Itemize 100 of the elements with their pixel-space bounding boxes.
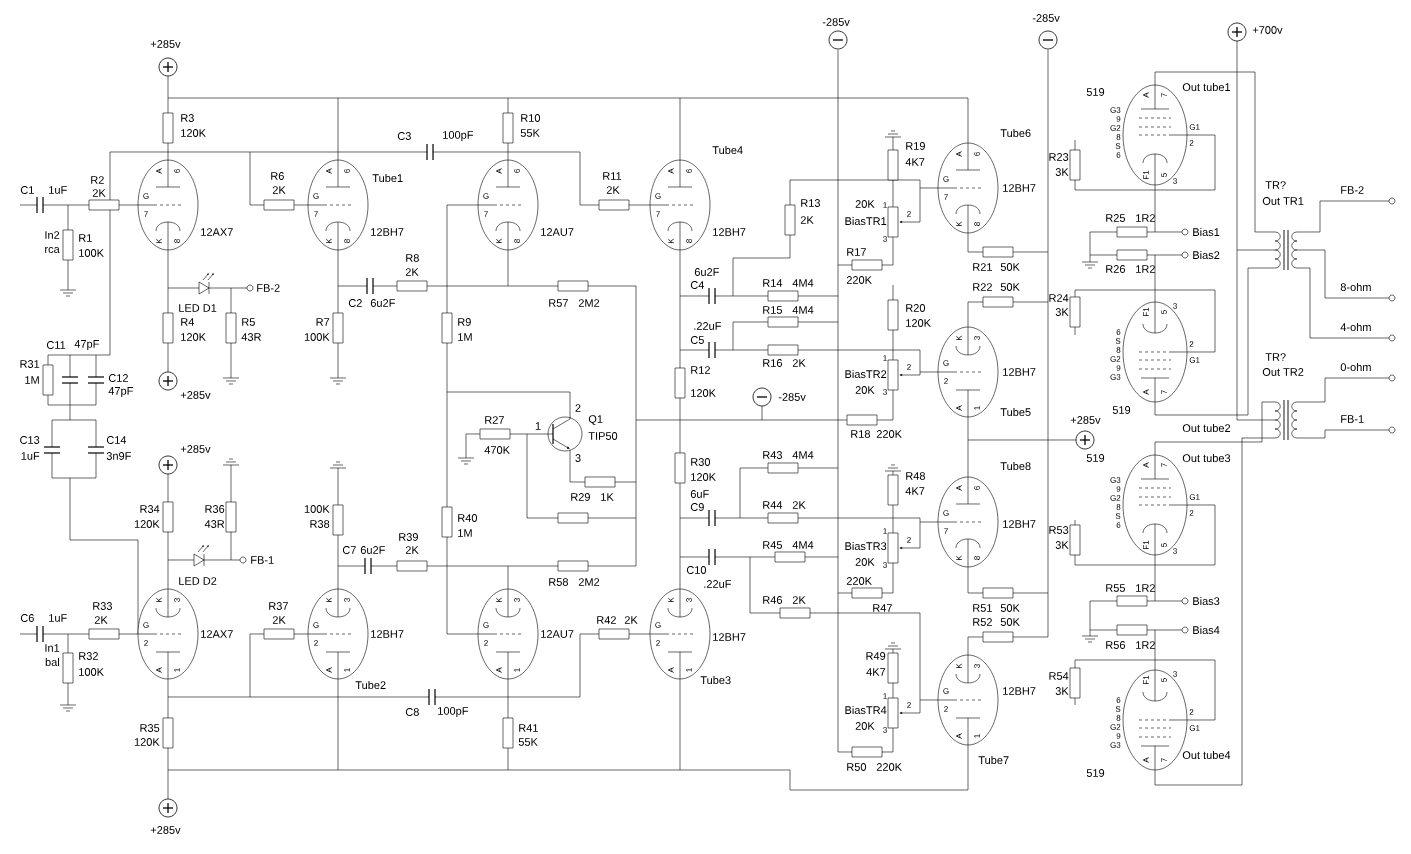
component-label: R39 xyxy=(399,533,418,541)
component-label: R32 xyxy=(79,652,98,660)
pin-label: K xyxy=(956,221,962,226)
pin-label: S xyxy=(1115,706,1121,712)
component-label: Q1 xyxy=(588,415,603,425)
component-label: .22uF xyxy=(704,580,731,588)
pin-label: 8 xyxy=(1116,347,1121,353)
component-label: R12 xyxy=(691,366,710,374)
component-label: R56 xyxy=(1106,641,1125,649)
pin-label: G xyxy=(483,622,489,628)
supply-label: -285v xyxy=(1032,14,1060,22)
component-label: 100K xyxy=(304,333,330,341)
component-label: 50K xyxy=(1000,283,1020,291)
pin-label: A xyxy=(956,485,962,491)
component-label: C7 xyxy=(342,546,356,554)
pin-label: K xyxy=(156,238,162,243)
pin-label: 2 xyxy=(575,404,581,412)
pin-label: A xyxy=(668,667,674,673)
pin-label: 7 xyxy=(144,211,148,217)
component-label: C4 xyxy=(690,281,705,289)
pin-label: 1 xyxy=(883,528,887,534)
pin-label: 7 xyxy=(944,528,948,534)
tube-label: Out tube3 xyxy=(1182,453,1231,463)
component-label: 100pF xyxy=(443,131,474,141)
pin-label: A xyxy=(156,168,162,174)
terminal-label: FB-2 xyxy=(257,284,280,292)
component-label: R58 xyxy=(549,578,568,586)
pin-label: 6 xyxy=(1116,329,1121,335)
supply-label: +285v xyxy=(180,445,211,453)
component-label: BiasTR3 xyxy=(845,541,887,551)
component-label: R42 xyxy=(597,616,616,624)
component-label: 1M xyxy=(25,376,39,384)
pin-label: 3 xyxy=(344,598,350,602)
tube-label: 12BH7 xyxy=(1003,184,1036,192)
pin-label: K xyxy=(668,238,674,243)
component-label: R10 xyxy=(521,114,541,122)
component-label: 20K xyxy=(855,386,875,394)
component-label: 20K xyxy=(855,558,875,566)
terminal-label: FB-1 xyxy=(1341,415,1364,423)
pin-label: G2 xyxy=(1110,495,1121,501)
tube-label: Out tube1 xyxy=(1182,82,1231,92)
terminal-label: Bias2 xyxy=(1193,250,1220,260)
component-label: 2K xyxy=(792,501,806,509)
component-label: R18 xyxy=(851,430,870,438)
pin-label: G1 xyxy=(1189,124,1200,130)
pin-label: 6 xyxy=(1116,152,1121,158)
pin-label: G3 xyxy=(1110,477,1121,483)
component-label: R53 xyxy=(1049,526,1069,534)
pin-label: K xyxy=(326,597,332,602)
pin-label: 1 xyxy=(883,355,887,361)
component-label: 50K xyxy=(1000,604,1020,612)
pin-label: 6 xyxy=(974,486,980,490)
pin-label: A xyxy=(496,168,502,174)
component-label: R36 xyxy=(205,505,225,513)
pin-label: 1 xyxy=(883,202,887,208)
component-label: R15 xyxy=(763,306,782,314)
component-label: C5 xyxy=(690,336,704,344)
pin-label: S xyxy=(1115,338,1121,344)
component-label: R54 xyxy=(1049,672,1069,680)
pin-label: 3 xyxy=(575,454,581,462)
component-label: 4M4 xyxy=(792,451,814,459)
component-label: 1uF xyxy=(49,614,67,622)
component-label: 1R2 xyxy=(1136,214,1155,222)
component-label: R40 xyxy=(458,514,478,522)
pin-label: 1 xyxy=(514,668,520,672)
pin-label: A xyxy=(496,667,502,673)
tube-label: 12AX7 xyxy=(201,630,233,638)
component-label: R14 xyxy=(763,279,783,287)
component-label: 2M2 xyxy=(578,299,600,307)
component-label: R1 xyxy=(79,234,92,242)
component-label: R25 xyxy=(1106,214,1125,222)
pin-label: 6 xyxy=(514,169,520,173)
pin-label: 6 xyxy=(1116,522,1121,528)
pin-label: A xyxy=(956,151,962,157)
component-label: 1uF xyxy=(49,186,67,194)
pin-label: 3 xyxy=(174,598,180,602)
component-label: R57 xyxy=(549,299,568,307)
pin-label: A xyxy=(1143,92,1149,98)
pin-label: 2 xyxy=(1189,341,1194,347)
component-label: R17 xyxy=(847,248,866,256)
component-label: 2K xyxy=(624,616,638,624)
component-label: 6u2F xyxy=(694,268,719,276)
pin-label: G xyxy=(943,510,949,516)
component-label: 2K xyxy=(792,359,806,367)
component-label: R9 xyxy=(458,318,471,326)
component-label: R7 xyxy=(316,318,330,326)
pin-label: 1 xyxy=(344,668,350,672)
pin-label: A xyxy=(326,168,332,174)
component-label: R24 xyxy=(1049,294,1069,302)
component-label: 3K xyxy=(1055,541,1069,549)
terminal-label: Bias1 xyxy=(1193,227,1220,237)
pin-label: G2 xyxy=(1110,724,1121,730)
component-label: 55K xyxy=(518,738,538,746)
pin-label: 7 xyxy=(1161,758,1167,762)
pin-label: 8 xyxy=(344,239,350,243)
component-label: 43R xyxy=(241,333,261,341)
component-label: R6 xyxy=(271,172,284,180)
component-label: R52 xyxy=(973,618,992,626)
component-label: LED D2 xyxy=(179,577,217,585)
pin-label: 7 xyxy=(1161,93,1167,97)
